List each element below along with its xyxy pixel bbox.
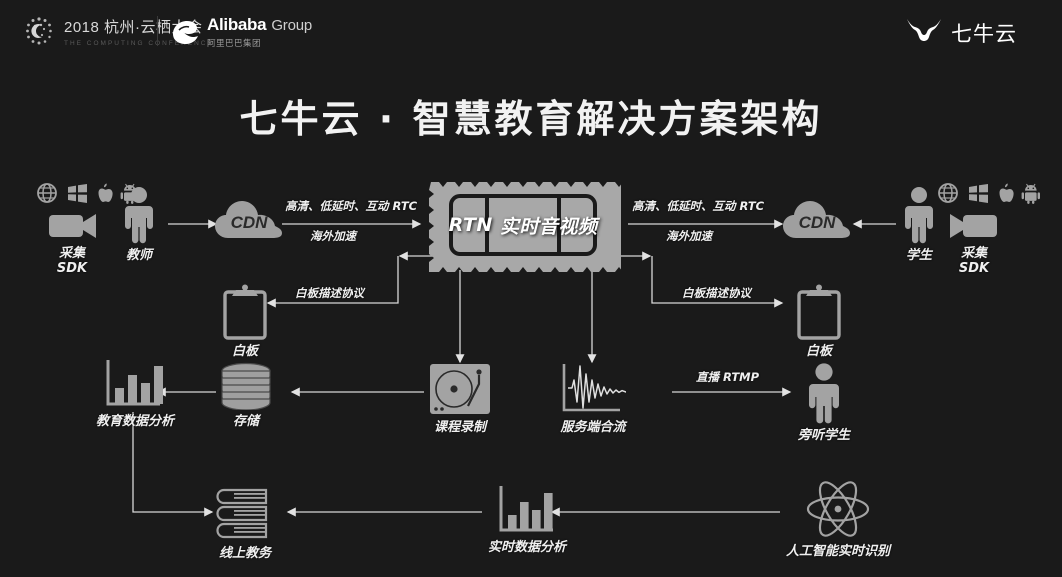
edge-label-right-rtc: 高清、低延时、互动 RTC (632, 199, 765, 213)
alibaba-name: Alibaba (207, 15, 267, 34)
computing-conference-icon (22, 14, 56, 48)
node-label: 实时数据分析 (488, 540, 567, 555)
cdn-label: CDN (230, 213, 268, 232)
node-label: 人工智能实时识别 (786, 544, 891, 559)
node-course-recording[interactable]: 课程录制 (428, 362, 492, 436)
node-label: 学生 (905, 248, 932, 263)
rtn-ticket-shape (429, 182, 633, 272)
edge-label-whiteboard-proto-right: 白板描述协议 (682, 286, 751, 300)
alibaba-mark-icon (170, 17, 200, 47)
clipboard-icon (797, 284, 841, 340)
node-label: 教师 (125, 248, 152, 263)
edge-label-left-rtc: 高清、低延时、互动 RTC (285, 199, 418, 213)
node-label: 采集 SDK (958, 246, 990, 276)
person-icon (125, 187, 153, 244)
bar-chart-icon (106, 360, 163, 406)
turntable-icon (430, 364, 490, 414)
node-teacher[interactable]: 教师 (118, 186, 160, 264)
node-label: 课程录制 (433, 420, 486, 435)
edge-label-whiteboard-proto-left: 白板描述协议 (295, 286, 364, 300)
alibaba-chinese: 阿里巴巴集团 (207, 38, 262, 48)
edge-label-left-overseas: 海外加速 (310, 229, 356, 243)
atom-icon (806, 481, 870, 537)
slide-header: 2018 杭州·云栖大会 THE COMPUTING CONFERENCE Al… (0, 0, 1062, 62)
cloud-icon (783, 201, 850, 238)
page-title: 七牛云 · 智慧教育解决方案架构 (239, 97, 823, 141)
edge-label-live-rtmp: 直播 RTMP (696, 370, 760, 384)
node-whiteboard-right[interactable]: 白板 (796, 284, 842, 360)
node-label: 白板 (805, 344, 832, 359)
person-icon (809, 363, 839, 424)
person-icon (905, 187, 933, 244)
node-whiteboard-left[interactable]: 白板 (222, 284, 268, 360)
alibaba-logo: Alibaba Group 阿里巴巴集团 (170, 15, 312, 49)
node-label: 旁听学生 (798, 428, 851, 443)
bar-chart-icon (499, 486, 553, 532)
conference-logo: 2018 杭州·云栖大会 THE COMPUTING CONFERENCE (22, 14, 214, 48)
qiniu-bull-icon (904, 16, 944, 49)
clipboard-icon (223, 284, 267, 340)
qiniu-logo: 七牛云 (904, 16, 1017, 49)
node-label: 教育数据分析 (96, 414, 175, 429)
rtn-core-block: RTN 实时音视频 (425, 176, 633, 274)
edge-label-right-overseas: 海外加速 (666, 229, 712, 243)
camera-icon (49, 214, 96, 238)
books-icon (216, 488, 268, 539)
node-online-academics[interactable]: 线上教务 (214, 486, 276, 562)
node-capture-sdk-left[interactable]: 采集 SDK (46, 208, 98, 277)
rtn-core-label: RTN 实时音视频 (425, 176, 621, 274)
node-label: 存储 (232, 414, 259, 429)
node-student[interactable]: 学生 (898, 186, 940, 264)
node-audit-student[interactable]: 旁听学生 (798, 362, 850, 444)
node-cdn-left[interactable]: CDN (214, 198, 284, 244)
qiniu-brand-name: 七牛云 (951, 21, 1017, 46)
node-server-mixing[interactable]: 服务端合流 (560, 362, 626, 436)
node-storage[interactable]: 存储 (219, 362, 273, 430)
cdn-label: CDN (798, 213, 836, 232)
node-edu-data-analysis[interactable]: 教育数据分析 (96, 358, 174, 430)
database-icon (221, 362, 271, 410)
node-label: 白板 (231, 344, 258, 359)
node-capture-sdk-right[interactable]: 采集 SDK (948, 208, 1000, 277)
node-label: 采集 SDK (56, 246, 88, 276)
conference-subtitle: THE COMPUTING CONFERENCE (64, 39, 214, 47)
alibaba-group: Group (271, 17, 313, 34)
node-realtime-data-analysis[interactable]: 实时数据分析 (488, 484, 566, 556)
node-label: 服务端合流 (560, 420, 626, 435)
node-label: 线上教务 (218, 546, 271, 561)
node-cdn-right[interactable]: CDN (782, 198, 852, 244)
header-divider (157, 16, 158, 46)
platform-icons-right (937, 182, 1043, 209)
rtn-label-en: RTN (448, 214, 493, 236)
conference-title: 2018 杭州·云栖大会 (64, 18, 203, 36)
cloud-icon (215, 201, 282, 238)
rtn-label-cn: 实时音视频 (499, 215, 598, 238)
waveform-icon (562, 364, 626, 412)
camera-icon (950, 214, 997, 238)
node-ai-recognition[interactable]: 人工智能实时识别 (786, 478, 890, 560)
